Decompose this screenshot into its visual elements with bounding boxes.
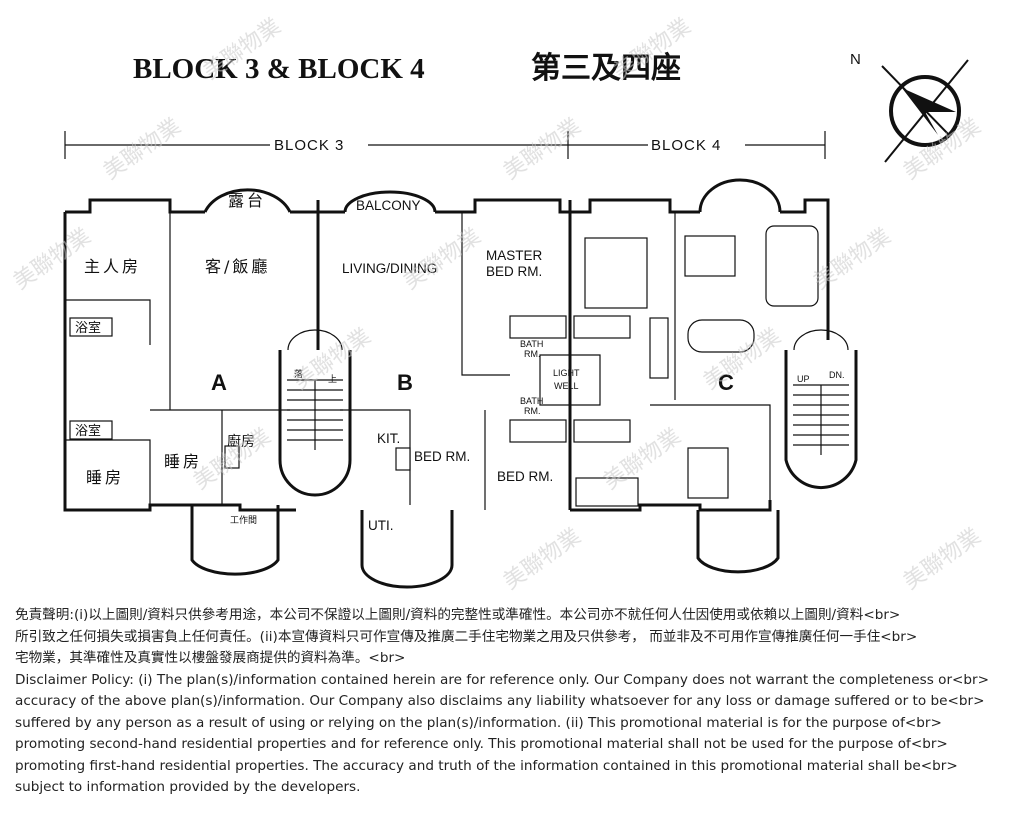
balcony-a: 露台 bbox=[203, 188, 292, 213]
watermark: 美聯物業 bbox=[899, 524, 985, 595]
room-a-living: 客/飯廳 bbox=[205, 257, 270, 276]
utility-b-label: UTI. bbox=[368, 518, 394, 533]
utility-c bbox=[696, 510, 780, 574]
north-label: N bbox=[850, 51, 861, 68]
room-b-master-1: MASTER bbox=[486, 248, 543, 263]
staircase-ab: 落 上 bbox=[278, 329, 352, 497]
utility-a: 工作間 bbox=[190, 505, 280, 576]
block3-label: BLOCK 3 bbox=[274, 137, 344, 154]
room-a-bath2: 浴室 bbox=[75, 423, 101, 438]
room-b-bath2-2: RM. bbox=[524, 406, 541, 416]
unit-c-label: C bbox=[718, 370, 734, 395]
block4-label: BLOCK 4 bbox=[651, 137, 721, 154]
stair-c-dn-label: DN. bbox=[829, 370, 845, 380]
watermark: 美聯物業 bbox=[809, 224, 895, 295]
watermark: 美聯物業 bbox=[9, 224, 95, 295]
block3-dimension: BLOCK 3 bbox=[64, 131, 569, 159]
stair-c-up-label: UP bbox=[797, 374, 810, 384]
disclaimer-cn: 免責聲明:(i)以上圖則/資料只供參考用途，本公司不保證以上圖則/資料的完整性或… bbox=[15, 607, 918, 666]
disclaimer-en: Disclaimer Policy: (i) The plan(s)/infor… bbox=[15, 671, 990, 796]
utility-b: UTI. bbox=[360, 510, 454, 589]
watermark-layer: 美聯物業 美聯物業 美聯物業 美聯物業 美聯物業 美聯物業 美聯物業 美聯物業 … bbox=[9, 14, 985, 595]
watermark: 美聯物業 bbox=[399, 224, 485, 295]
balcony-a-label: 露台 bbox=[228, 191, 266, 210]
room-b-bed1: BED RM. bbox=[414, 449, 470, 464]
room-b-bath1-1: BATH bbox=[520, 339, 543, 349]
disclaimer: 免責聲明:(i)以上圖則/資料只供參考用途，本公司不保證以上圖則/資料的完整性或… bbox=[15, 605, 1015, 799]
room-b-living: LIVING/DINING bbox=[342, 261, 437, 276]
light-well-2: WELL bbox=[554, 381, 579, 391]
room-a-bath1: 浴室 bbox=[75, 320, 101, 335]
room-b-bath1-2: RM. bbox=[524, 349, 541, 359]
north-arrow-icon: N bbox=[850, 51, 969, 163]
room-a-bed1: 睡房 bbox=[86, 468, 124, 487]
walls bbox=[63, 198, 830, 512]
room-a-bed2: 睡房 bbox=[164, 452, 202, 471]
unit-a-label: A bbox=[211, 370, 227, 395]
floor-plan: BLOCK 3 & BLOCK 4 第三及四座 N BLOCK 3 BLOCK … bbox=[9, 14, 985, 595]
room-b-kit: KIT. bbox=[377, 431, 400, 446]
fixtures bbox=[224, 225, 819, 507]
plan-title-cn: 第三及四座 bbox=[531, 51, 681, 86]
balcony-b: BALCONY bbox=[343, 190, 437, 213]
plan-title-en: BLOCK 3 & BLOCK 4 bbox=[133, 53, 425, 85]
balcony-c bbox=[698, 178, 782, 213]
watermark: 美聯物業 bbox=[499, 114, 585, 185]
unit-b-label: B bbox=[397, 370, 413, 395]
stair-down-label: 落 bbox=[294, 368, 303, 379]
room-b-bath2-1: BATH bbox=[520, 396, 543, 406]
room-b-master-2: BED RM. bbox=[486, 264, 542, 279]
room-a-kitchen: 廚房 bbox=[227, 433, 255, 449]
utility-a-label: 工作間 bbox=[230, 514, 257, 525]
stair-up-label: 上 bbox=[328, 374, 337, 384]
staircase-c: UP DN. bbox=[784, 329, 858, 490]
room-b-bed2: BED RM. bbox=[497, 469, 553, 484]
room-a-master: 主人房 bbox=[84, 257, 141, 276]
watermark: 美聯物業 bbox=[899, 114, 985, 185]
watermark: 美聯物業 bbox=[499, 524, 585, 595]
watermark: 美聯物業 bbox=[99, 114, 185, 185]
balcony-b-label: BALCONY bbox=[356, 198, 421, 213]
block4-dimension: BLOCK 4 bbox=[568, 131, 826, 159]
light-well-1: LIGHT bbox=[553, 368, 580, 378]
